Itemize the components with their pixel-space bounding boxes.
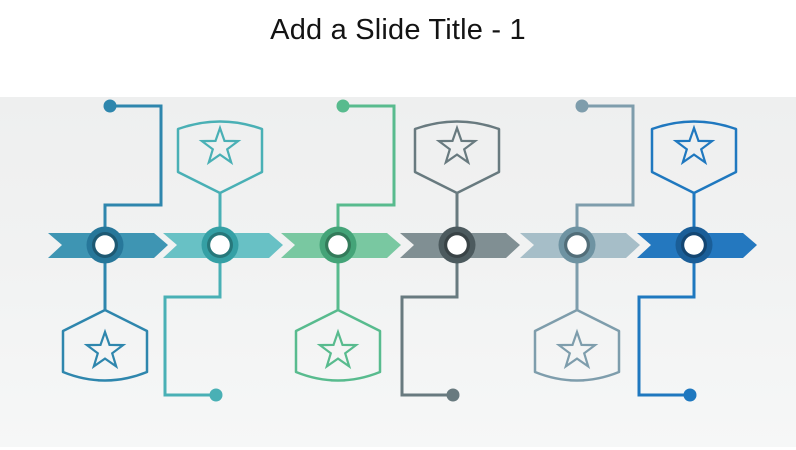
star-icon xyxy=(435,124,479,166)
endpoint-dot xyxy=(336,99,350,113)
timeline-item-2[interactable] xyxy=(163,120,283,402)
node-center xyxy=(447,235,467,255)
badge-shape[interactable] xyxy=(176,120,264,195)
badge-shape[interactable] xyxy=(533,308,621,382)
endpoint-dot xyxy=(446,388,460,402)
timeline-item-1[interactable] xyxy=(48,99,168,382)
badge-shape[interactable] xyxy=(61,308,149,382)
slide-title[interactable]: Add a Slide Title - 1 xyxy=(270,14,526,46)
star-icon xyxy=(672,124,716,166)
endpoint-dot xyxy=(683,388,697,402)
connector-line-top xyxy=(336,104,396,245)
badge-shape[interactable] xyxy=(294,308,382,382)
timeline-item-5[interactable] xyxy=(520,99,640,382)
timeline-item-6[interactable] xyxy=(637,120,757,402)
node-center xyxy=(567,235,587,255)
node-center xyxy=(328,235,348,255)
node-center xyxy=(684,235,704,255)
node-center xyxy=(210,235,230,255)
timeline-item-3[interactable] xyxy=(281,99,401,382)
connector-line-bottom xyxy=(400,245,459,397)
endpoint-dot xyxy=(209,388,223,402)
timeline-item-4[interactable] xyxy=(400,120,520,402)
slide-background-band xyxy=(0,97,796,447)
star-icon xyxy=(198,124,242,166)
star-icon xyxy=(555,328,599,370)
endpoint-dot xyxy=(103,99,117,113)
connector-line-bottom xyxy=(163,245,222,397)
connector-line-top xyxy=(103,104,163,245)
badge-shape[interactable] xyxy=(413,120,501,195)
node-center xyxy=(95,235,115,255)
connector-line-bottom xyxy=(637,245,696,397)
endpoint-dot xyxy=(575,99,589,113)
star-icon xyxy=(83,328,127,370)
badge-shape[interactable] xyxy=(650,120,738,195)
connector-line-top xyxy=(575,104,635,245)
star-icon xyxy=(316,328,360,370)
